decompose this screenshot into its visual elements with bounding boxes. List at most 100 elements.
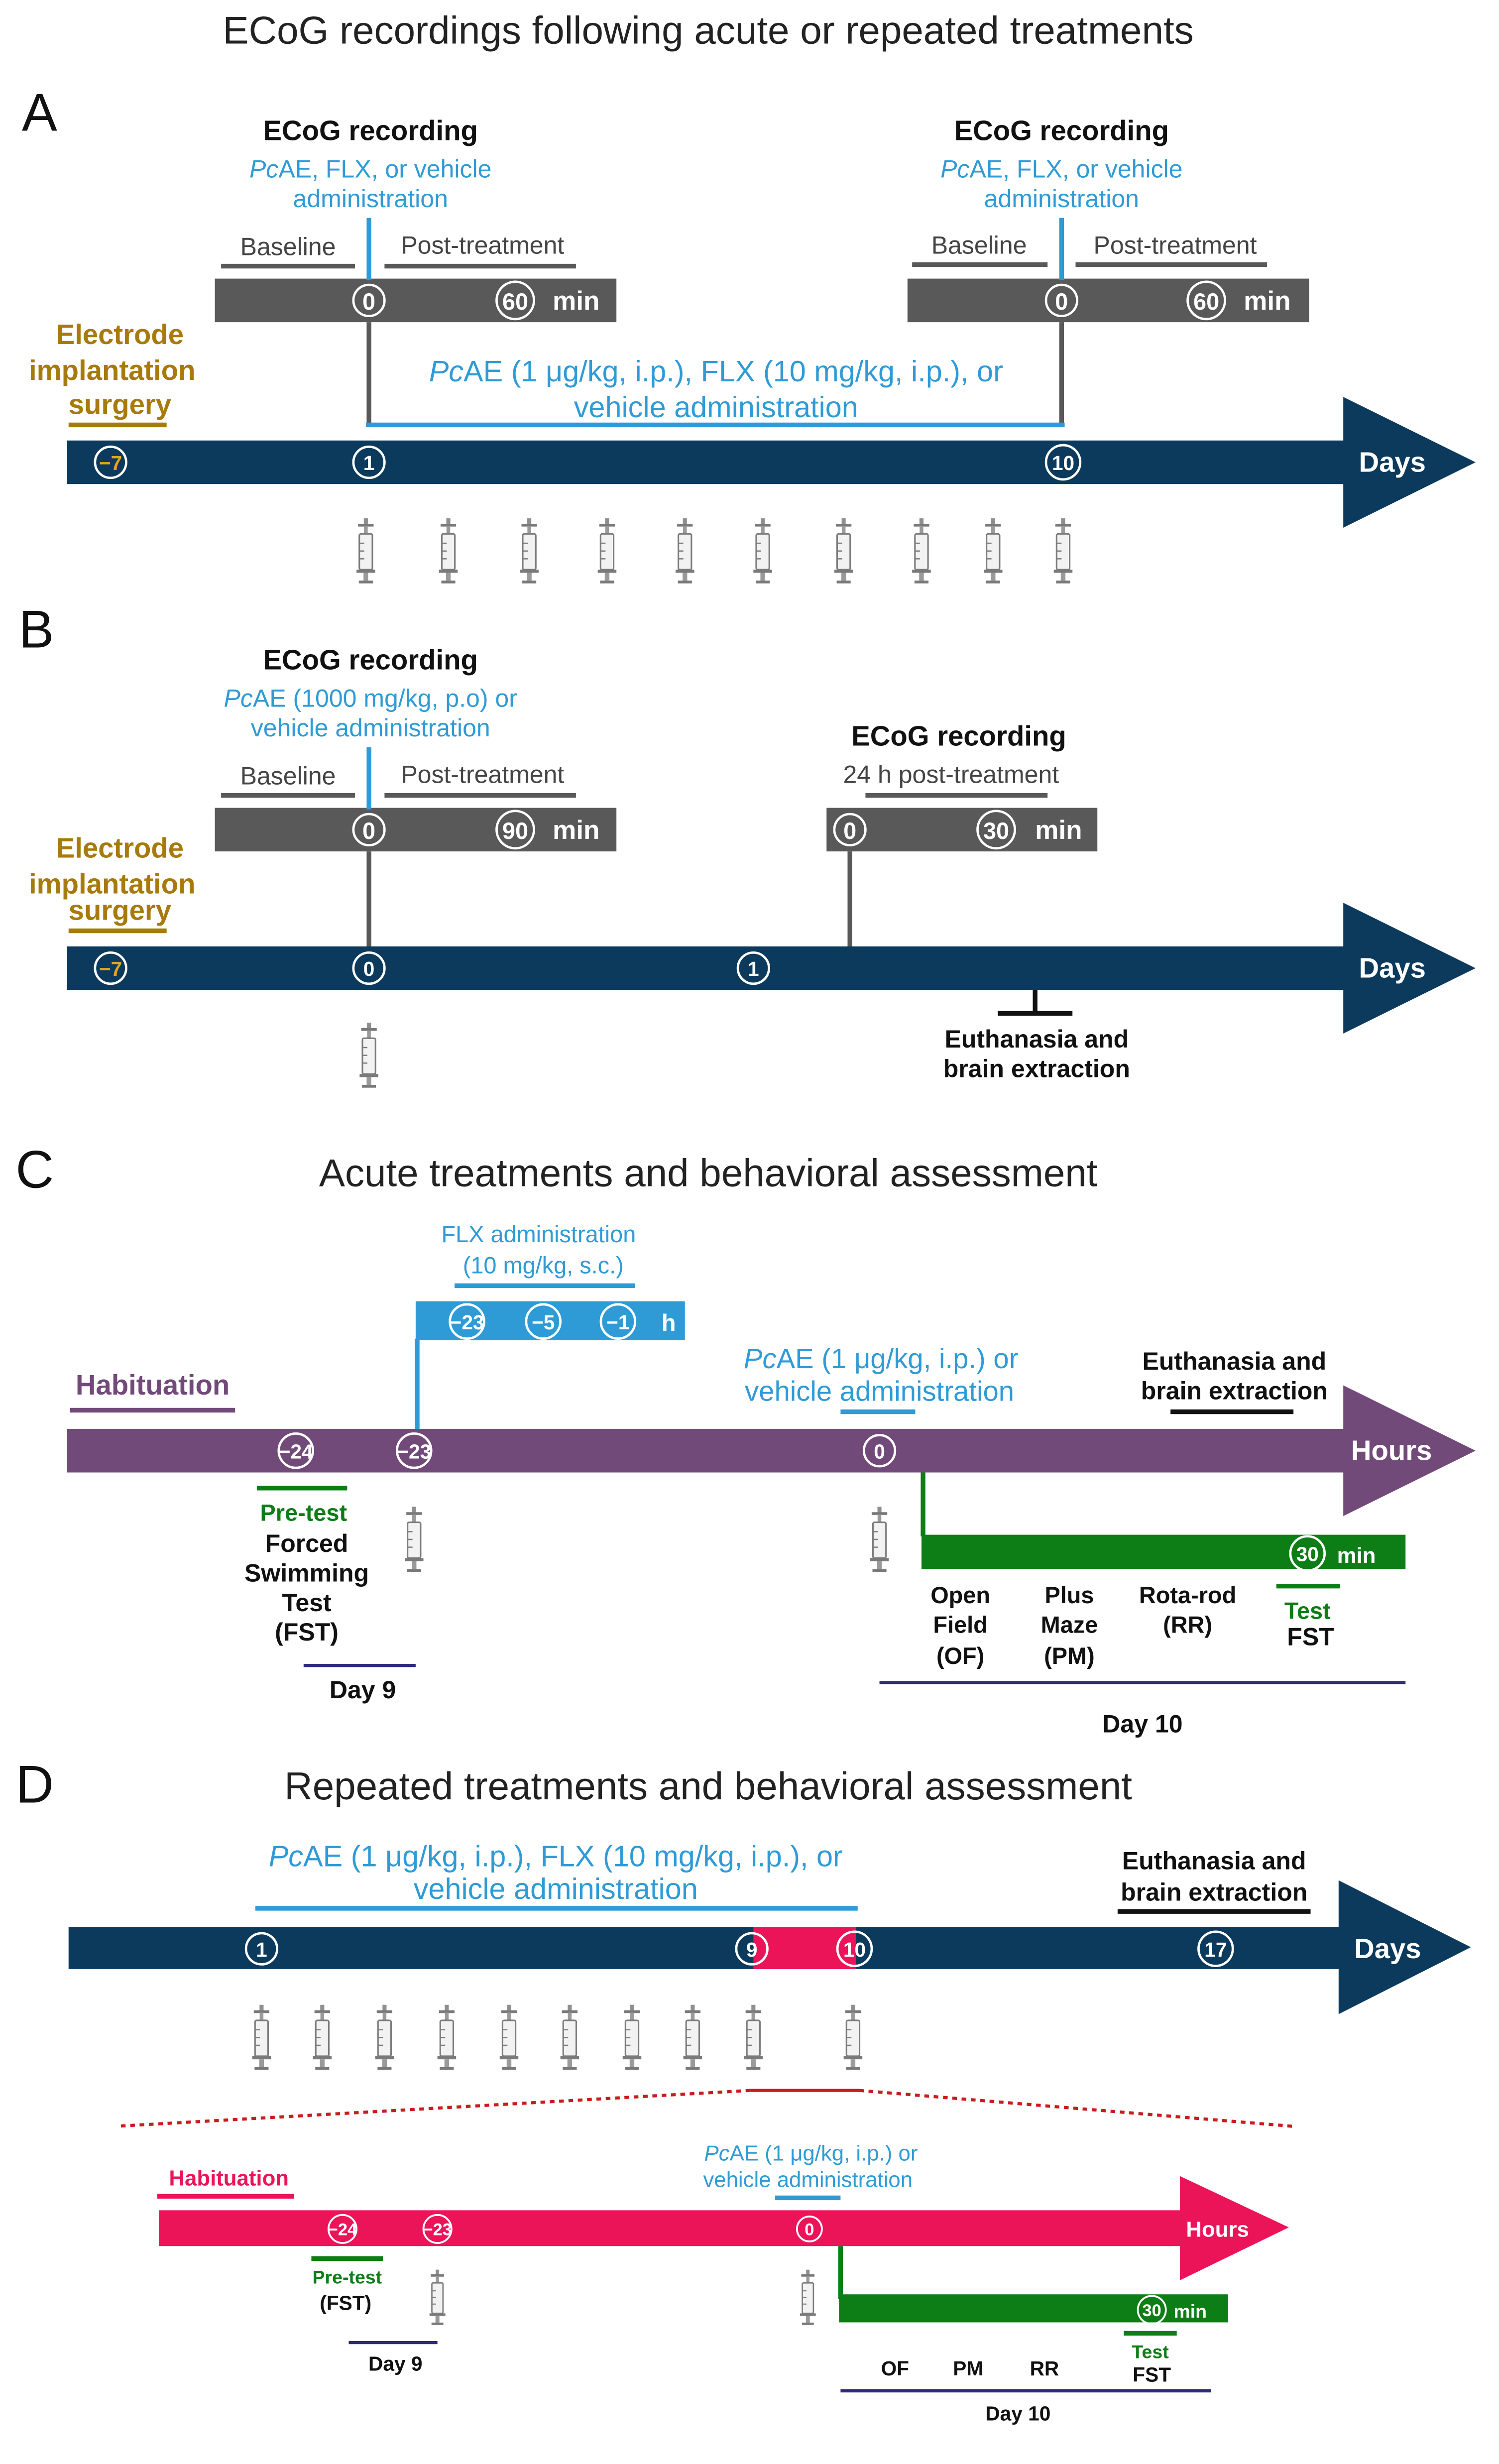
- a-rec2-post-label: Post-treatment: [1094, 232, 1257, 259]
- c-pretest: Pre-test: [260, 1500, 347, 1525]
- c-h-0: 0: [874, 1440, 885, 1463]
- d-h-m23-circle: [422, 2214, 453, 2244]
- a-rec1-admin-line2: administration: [293, 185, 448, 213]
- b-day-m7: −7: [99, 957, 122, 980]
- syringe-icon: [519, 517, 540, 585]
- c-t30-circle: [1289, 1535, 1326, 1572]
- d-day-10: 10: [843, 1938, 866, 1961]
- a-rec2-unit: min: [1244, 286, 1290, 316]
- a-rec2-admin-line2: administration: [984, 185, 1139, 213]
- panel-letter-d: D: [15, 1755, 54, 1814]
- d-admin-line1: PcAE (1 μg/kg, i.p.) or: [704, 2141, 918, 2165]
- c-h-0-circle: [862, 1434, 897, 1468]
- syringe-icon: [438, 517, 459, 585]
- b-day-1-circle: [736, 951, 770, 985]
- b-rec1-admin-line1: PcAE (1000 mg/kg, p.o) or: [224, 684, 517, 712]
- c-t30: 30: [1296, 1543, 1319, 1566]
- d-zoom-right: [859, 2089, 1292, 2128]
- d-pretest-fst: (FST): [320, 2291, 371, 2314]
- d-test-bar: [839, 2294, 1228, 2323]
- d-habituation-label: Habituation: [169, 2166, 289, 2190]
- c-flx-t3-circle: [599, 1303, 637, 1340]
- c-pm-line1: Plus: [1044, 1582, 1094, 1608]
- d-hours-arrow: [159, 2176, 1289, 2281]
- a-rec2-admin-prefix: Pc: [940, 155, 969, 183]
- c-hours-arrow: [67, 1385, 1476, 1517]
- c-fst-line1: Forced: [265, 1529, 348, 1557]
- c-flx-line1: FLX administration: [441, 1221, 636, 1247]
- figure-title: ECoG recordings following acute or repea…: [223, 8, 1194, 52]
- b-rec1-post-label: Post-treatment: [401, 761, 564, 789]
- a-rec1-post-label: Post-treatment: [401, 232, 564, 259]
- d-h-m23: −23: [423, 2220, 452, 2239]
- syringe-icon: [911, 517, 932, 585]
- b-rec2-sub: 24 h post-treatment: [843, 761, 1059, 789]
- a-rec1-unit: min: [553, 286, 599, 316]
- b-day-m7-circle: [94, 951, 127, 985]
- d-t30-circle: [1137, 2295, 1167, 2325]
- d-treatment-prefix: Pc: [269, 1839, 304, 1873]
- d-day9: Day 9: [368, 2352, 422, 2375]
- d-day-9: 9: [746, 1938, 758, 1961]
- d-axis2-label: Hours: [1186, 2218, 1249, 2242]
- c-title: Acute treatments and behavioral assessme…: [319, 1151, 1098, 1194]
- d-day-17-circle: [1197, 1930, 1234, 1967]
- a-rec2-baseline-label: Baseline: [931, 232, 1027, 259]
- syringe-icon: [675, 517, 695, 585]
- a-treatment-prefix: Pc: [429, 354, 464, 388]
- syringe-icon: [597, 517, 617, 585]
- a-day-10-circle: [1044, 444, 1082, 481]
- c-pm-line2: Maze: [1041, 1612, 1098, 1638]
- d-axis-label: Days: [1354, 1933, 1421, 1964]
- b-day-0: 0: [363, 957, 375, 980]
- d-h-0-circle: [796, 2216, 823, 2242]
- c-habituation-label: Habituation: [76, 1369, 230, 1401]
- a-rec1-t0: 0: [362, 289, 375, 315]
- a-rec2-bar: [907, 278, 1309, 323]
- c-fst-line3: Test: [282, 1589, 331, 1617]
- c-flx-t3: −1: [606, 1311, 629, 1334]
- c-admin-prefix: Pc: [744, 1343, 777, 1374]
- d-day-1: 1: [256, 1938, 267, 1961]
- c-flx-line2: (10 mg/kg, s.c.): [463, 1252, 624, 1278]
- a-day-m7-circle: [94, 445, 127, 479]
- b-euth-line1: Euthanasia and: [944, 1025, 1129, 1053]
- b-day-1: 1: [748, 957, 759, 980]
- c-axis-label: Hours: [1351, 1435, 1432, 1466]
- c-day10: Day 10: [1102, 1710, 1182, 1738]
- panel-b: B ECoG recording PcAE (1000 mg/kg, p.o) …: [19, 600, 1476, 1089]
- d-h-0: 0: [805, 2220, 814, 2239]
- a-rec2-admin-text: AE, FLX, or vehicle: [969, 155, 1182, 183]
- syringe-icon: [622, 2004, 642, 2071]
- d-euth-line2: brain extraction: [1121, 1878, 1307, 1906]
- a-rec2-title: ECoG recording: [954, 115, 1169, 146]
- d-day-1-circle: [244, 1932, 278, 1966]
- c-flx-t2-circle: [525, 1303, 562, 1340]
- a-rec2-t0: 0: [1055, 289, 1068, 315]
- c-day9: Day 9: [330, 1676, 396, 1704]
- syringe-icon: [404, 1506, 425, 1573]
- c-h-m24-circle: [277, 1432, 314, 1469]
- a-rec1-t60-circle: [495, 280, 535, 321]
- b-rec1-admin-line2: vehicle administration: [251, 714, 490, 742]
- d-t30: 30: [1143, 2301, 1161, 2320]
- d-of: OF: [881, 2357, 909, 2380]
- syringe-icon: [752, 517, 773, 585]
- b-surgery-line1: Electrode: [56, 832, 184, 864]
- syringe-icon: [560, 2004, 580, 2071]
- b-rec1-admin-prefix: Pc: [224, 684, 253, 712]
- b-rec1-unit: min: [553, 816, 599, 845]
- c-pm-line3: (PM): [1044, 1643, 1095, 1669]
- a-day-10: 10: [1052, 452, 1074, 474]
- c-flx-t2: −5: [532, 1311, 555, 1334]
- panel-letter-c: C: [15, 1140, 54, 1199]
- c-fst-line4: (FST): [275, 1618, 339, 1646]
- b-rec1-t90-circle: [495, 810, 535, 850]
- d-h-m24: −24: [328, 2220, 357, 2239]
- a-axis-label: Days: [1359, 446, 1426, 477]
- d-day-9-circle: [735, 1932, 769, 1966]
- b-rec1-admin-text: AE (1000 mg/kg, p.o) or: [253, 684, 517, 712]
- a-days-arrow: [67, 397, 1476, 528]
- panel-letter-b: B: [19, 600, 54, 659]
- panel-a: A ECoG recording PcAE, FLX, or vehicle a…: [22, 83, 1476, 585]
